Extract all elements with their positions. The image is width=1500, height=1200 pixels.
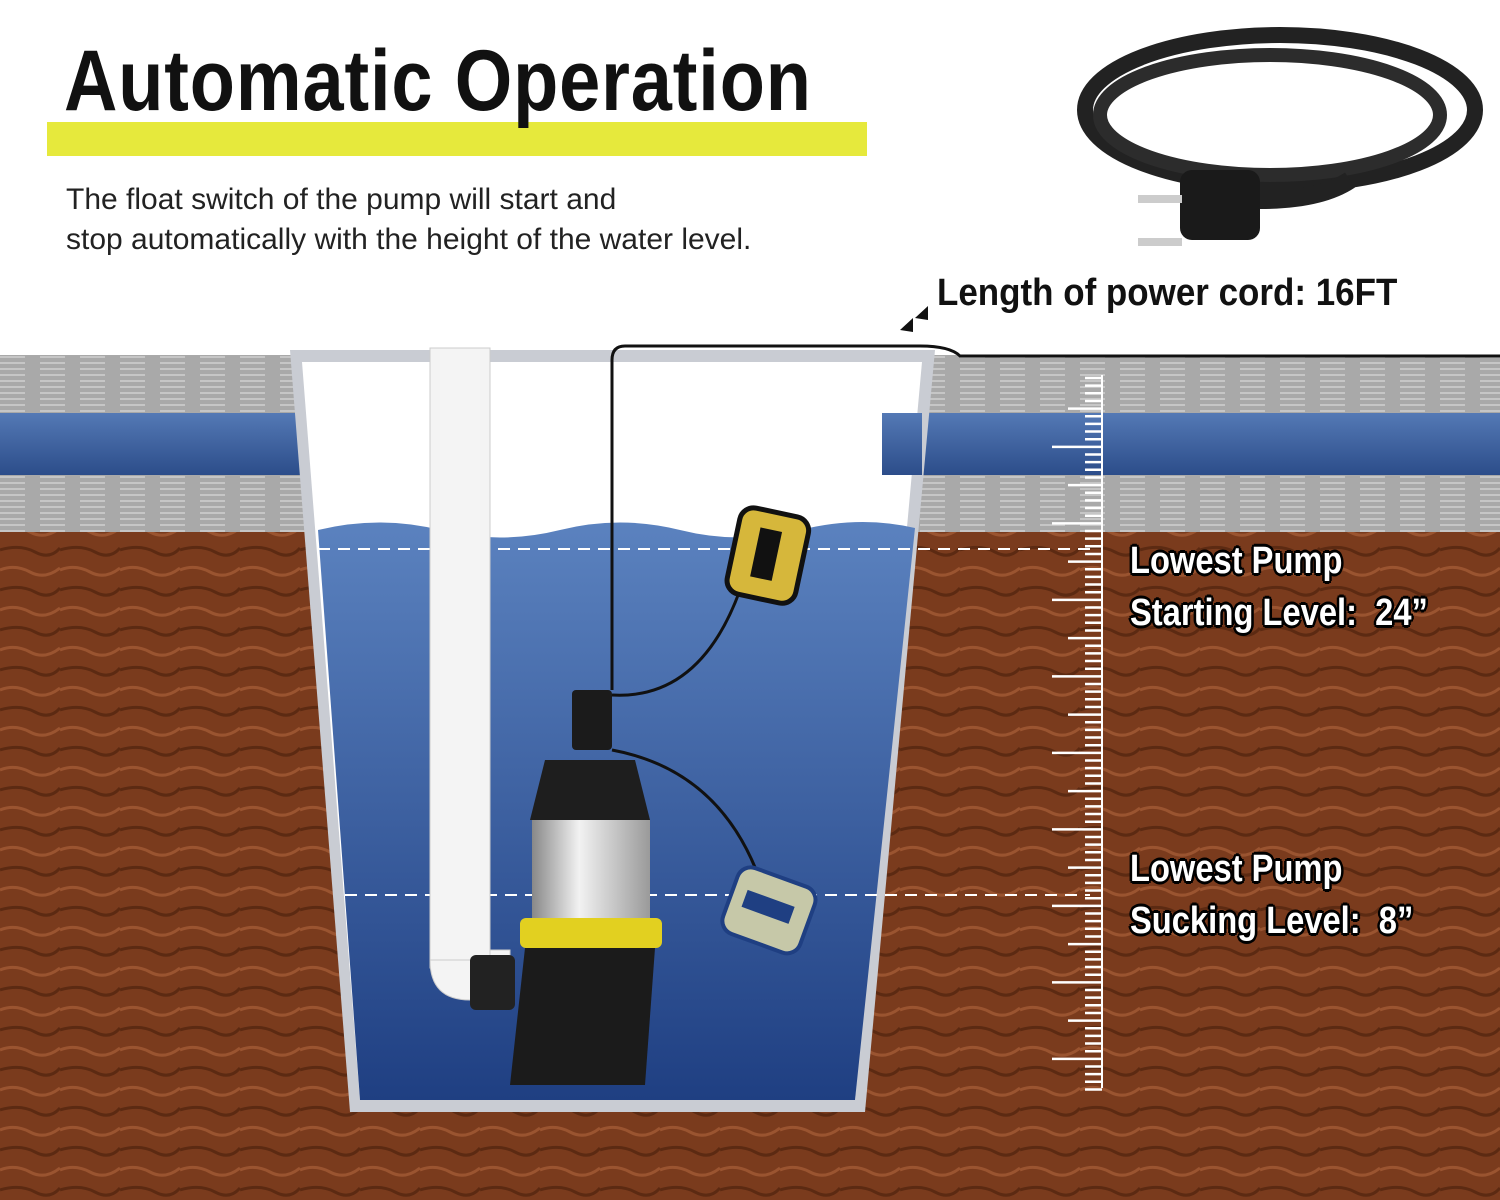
discharge-pipe: [429, 347, 491, 969]
float-cable: [611, 589, 762, 881]
inlet-pipe-right: [882, 413, 1500, 475]
level-label-line: Lowest Pump: [1130, 540, 1343, 582]
description-line-2: stop automatically with the height of th…: [66, 223, 752, 256]
float-switch-top: [724, 505, 812, 606]
power-cord-coil: [1077, 27, 1483, 246]
pump: [510, 690, 662, 1085]
description-line-1: The float switch of the pump will start …: [66, 183, 617, 216]
title-highlight: [47, 122, 867, 156]
depth-ruler: [1052, 375, 1103, 1091]
power-cord-label: Length of power cord: 16FT: [937, 272, 1398, 314]
level-label-value: Starting Level: 24”: [1130, 592, 1428, 634]
description: The float switch of the pump will start …: [66, 180, 751, 260]
float-switch-bottom: [720, 865, 818, 956]
level-label-line: Lowest Pump: [1130, 848, 1343, 890]
page-title: Automatic Operation: [64, 33, 812, 129]
cord-arrow-icon: [900, 306, 928, 332]
power-cord-line: [610, 344, 1500, 690]
level-label-value: Sucking Level: 8”: [1130, 900, 1414, 942]
